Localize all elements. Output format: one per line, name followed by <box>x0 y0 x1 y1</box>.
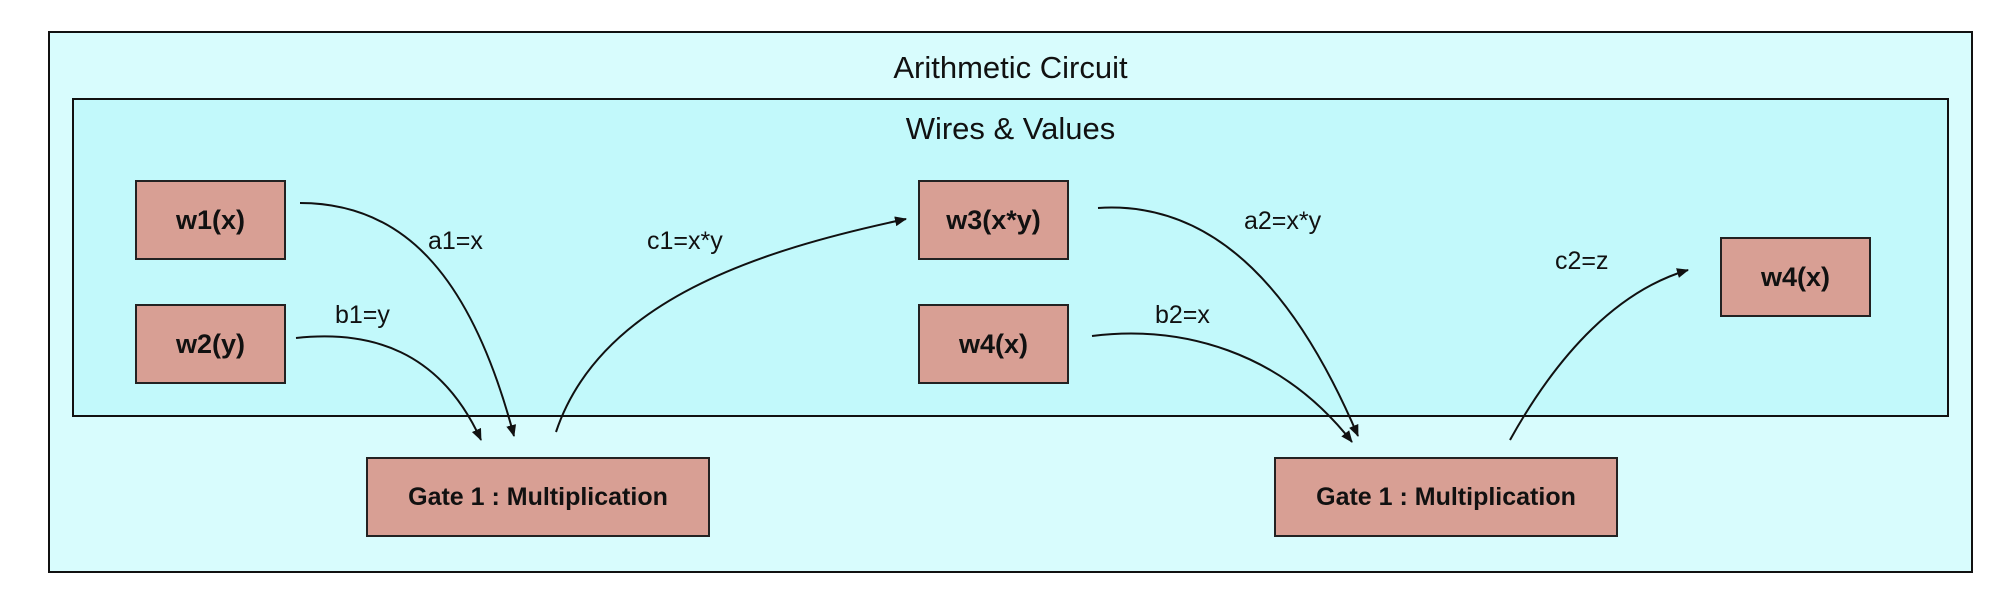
edge-b1 <box>295 335 482 441</box>
arithmetic-circuit-title: Arithmetic Circuit <box>893 50 1128 85</box>
wires-values-title: Wires & Values <box>905 111 1116 146</box>
edge-label-c1: c1=x*y <box>647 227 723 255</box>
edge-label-c2: c2=z <box>1555 247 1609 275</box>
edge-label-a1: a1=x <box>428 227 483 255</box>
edge-c1 <box>555 216 907 433</box>
edge-label-a2: a2=x*y <box>1244 207 1322 235</box>
wire-node-w1: w1(x) <box>135 180 286 260</box>
edge-label-b1: b1=y <box>335 301 390 329</box>
edge-label-b2: b2=x <box>1155 301 1210 329</box>
wire-node-w4: w4(x) <box>918 304 1069 384</box>
edge-a2 <box>1097 206 1359 437</box>
gate-node-2: Gate 1 : Multiplication <box>1274 457 1618 537</box>
edge-a1 <box>299 202 517 437</box>
edge-c2 <box>1509 268 1689 441</box>
gate-node-1: Gate 1 : Multiplication <box>366 457 710 537</box>
wire-node-w4-output: w4(x) <box>1720 237 1871 317</box>
edge-b2 <box>1091 332 1353 443</box>
wire-node-w3: w3(x*y) <box>918 180 1069 260</box>
wire-node-w2: w2(y) <box>135 304 286 384</box>
